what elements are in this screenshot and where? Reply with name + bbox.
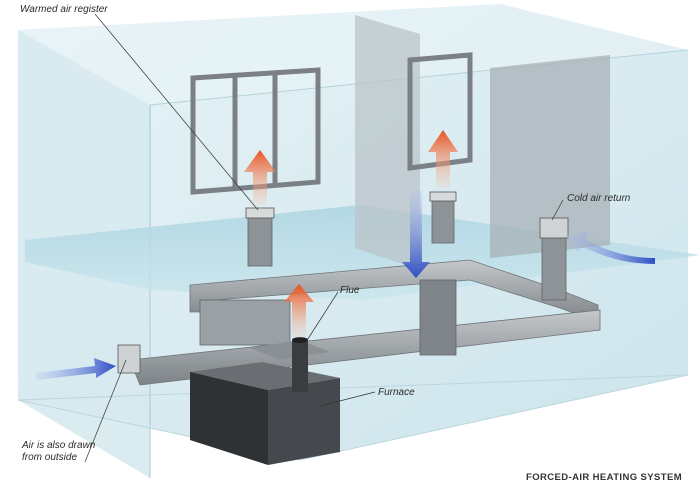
warm-arrow-icon — [428, 130, 458, 188]
house-shell — [17, 4, 700, 478]
basement-floor — [17, 374, 689, 461]
warm-arrow-icon — [284, 284, 314, 338]
diagram-caption: FORCED-AIR HEATING SYSTEM — [526, 472, 682, 483]
furnace — [190, 337, 340, 465]
riser-drop — [419, 279, 457, 356]
window-right — [407, 52, 473, 171]
label-furnace: Furnace — [378, 387, 415, 398]
front-top-face — [18, 4, 688, 105]
label-warmed-air-register: Warmed air register — [20, 4, 108, 15]
interior-wall-2 — [490, 55, 610, 258]
return-riser — [541, 229, 567, 301]
leader-warmed-air — [94, 13, 259, 211]
register-left — [245, 207, 275, 219]
airflow-arrows — [35, 130, 655, 380]
leader-flue — [303, 291, 339, 346]
label-outside-air-line2: from outside — [22, 452, 77, 463]
furnace-left-face — [190, 372, 268, 465]
outside-intake — [117, 344, 141, 374]
riser-left — [247, 213, 273, 267]
label-cold-air-return: Cold air return — [567, 193, 631, 204]
return-grille — [539, 217, 569, 239]
cold-arrow-icon — [402, 190, 430, 278]
window-left — [190, 67, 321, 195]
warm-arrow-icon — [244, 150, 276, 205]
leader-outside-air — [84, 359, 127, 463]
label-flue: Flue — [340, 285, 360, 296]
furnace-right-face — [268, 378, 340, 465]
interior-wall-1 — [355, 15, 420, 270]
labels: Warmed air register Cold air return Flue… — [20, 4, 682, 483]
flue-pipe — [292, 340, 308, 392]
flue-opening — [292, 337, 308, 343]
label-outside-air-line1: Air is also drawn — [21, 440, 96, 451]
leader-furnace — [319, 391, 376, 407]
riser-center — [431, 197, 455, 244]
supply-plenum — [199, 299, 291, 346]
cold-arrow-icon — [35, 358, 116, 380]
leader-lines — [84, 13, 564, 463]
ductwork — [117, 191, 601, 386]
register-center — [429, 191, 457, 202]
leader-cold-return — [551, 199, 564, 221]
floor-plane — [25, 205, 700, 300]
cold-arrow-icon — [565, 232, 655, 264]
furnace-head — [250, 340, 330, 360]
